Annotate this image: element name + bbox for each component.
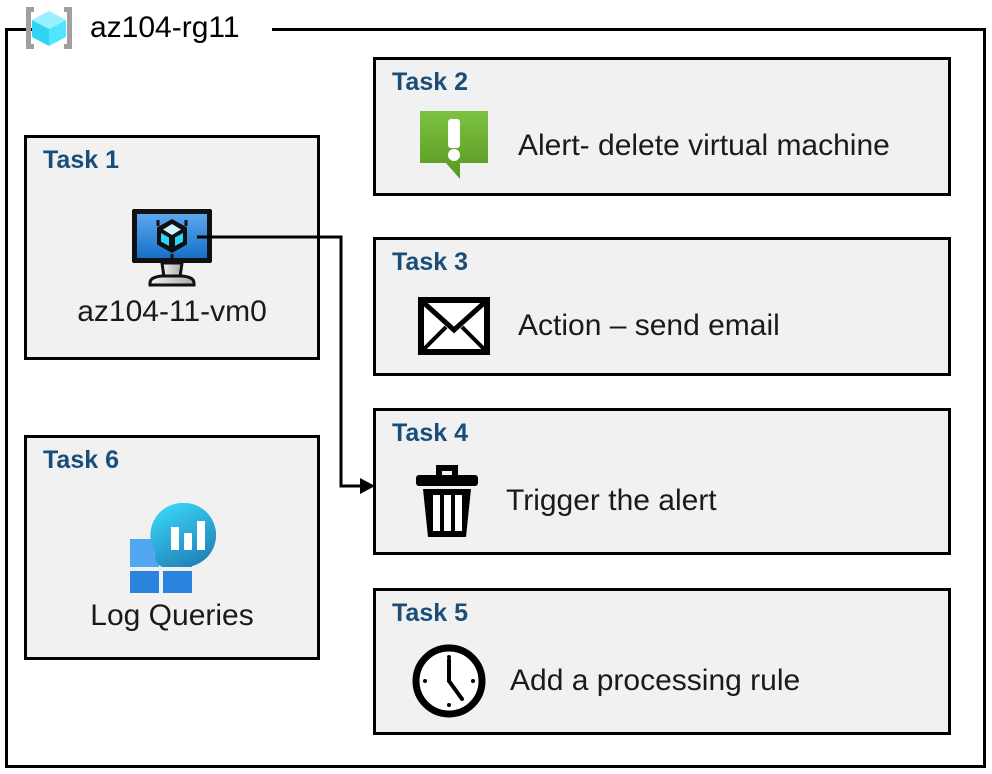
task-6-caption: Log Queries (90, 598, 254, 632)
task-2-label: Task 2 (392, 68, 468, 96)
clock-icon (410, 642, 488, 720)
envelope-icon (418, 296, 490, 355)
task-1-box[interactable]: Task 1 (24, 135, 320, 360)
task-1-label: Task 1 (43, 146, 119, 174)
azure-resource-group-icon (18, 3, 80, 53)
task-1-caption: az104-11-vm0 (77, 294, 267, 328)
task-5-box[interactable]: Task 5 Add a processing rule (373, 588, 951, 735)
alert-bubble-icon (418, 109, 490, 183)
task-4-box[interactable]: Task 4 Trigger the alert (373, 408, 951, 555)
task-3-box[interactable]: Task 3 Action – send email (373, 237, 951, 376)
trash-icon (412, 461, 482, 541)
task-2-box[interactable]: Task 2 Alert- delete virtual machine (373, 57, 951, 196)
task-6-box[interactable]: Task 6 (24, 435, 320, 660)
task-4-caption: Trigger the alert (506, 483, 717, 517)
task-5-label: Task 5 (392, 599, 468, 627)
resource-group-name: az104-rg11 (90, 11, 240, 44)
resource-group-frame-top-right (272, 28, 986, 31)
task-2-caption: Alert- delete virtual machine (518, 128, 890, 162)
task-3-label: Task 3 (392, 248, 468, 276)
task-3-caption: Action – send email (518, 308, 780, 342)
resource-group-frame-top-left (5, 28, 41, 31)
task-5-caption: Add a processing rule (510, 663, 801, 697)
resource-group-frame (5, 28, 986, 768)
virtual-machine-icon (124, 205, 220, 289)
task-6-label: Task 6 (43, 446, 119, 474)
resource-group-header: az104-rg11 (18, 2, 240, 54)
task-4-label: Task 4 (392, 419, 468, 447)
log-analytics-icon (122, 501, 222, 593)
